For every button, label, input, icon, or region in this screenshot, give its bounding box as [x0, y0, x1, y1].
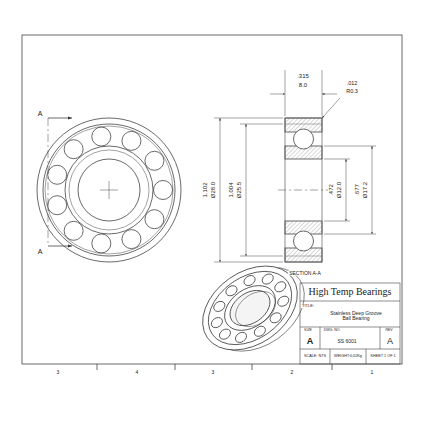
ball	[64, 140, 83, 159]
dimension-inch: .677	[354, 183, 360, 197]
ball	[122, 131, 141, 150]
zone-number: 1	[370, 370, 375, 375]
size-value: A	[306, 337, 315, 346]
zone-number: 4	[135, 370, 140, 375]
ball	[154, 181, 173, 200]
dimension-inch: 1.004	[228, 181, 234, 198]
ball	[233, 330, 248, 344]
view-label: SECTION A-A	[288, 271, 322, 276]
dimension-mm: Ø28.0	[210, 181, 216, 199]
section-letter: A	[37, 110, 44, 117]
zone-number: 2	[290, 370, 295, 375]
drawing-title: Stainless Deep Groove Ball Bearing	[325, 311, 387, 321]
dimension-mm: R0.3	[345, 89, 359, 95]
section-letter: A	[37, 248, 44, 255]
section-view	[278, 118, 329, 262]
dimension-mm: Ø12.0	[336, 181, 342, 199]
field-label: TITLE:	[301, 304, 315, 308]
dimension-inch: .472	[328, 183, 334, 197]
ball	[48, 196, 67, 215]
ball	[92, 127, 111, 146]
field-label: DWG. NO.	[323, 329, 342, 333]
field-label: REV	[384, 329, 393, 333]
front-view	[37, 118, 181, 262]
field-label: SIZE	[303, 329, 313, 333]
ball	[242, 273, 257, 287]
company-name: High Temp Bearings	[308, 287, 393, 297]
ball	[209, 315, 224, 329]
dimension-mm: 8.0	[298, 82, 308, 88]
sheet-note: SHEET 1 OF 1	[369, 355, 396, 359]
ball	[145, 210, 164, 229]
ball	[273, 280, 288, 294]
ball	[122, 230, 141, 249]
revision-value: A	[386, 337, 394, 346]
ball	[276, 294, 291, 308]
ball	[92, 234, 111, 253]
title-block	[300, 283, 400, 364]
zone-number: 3	[56, 370, 61, 375]
weight-note: WEIGHT:0.02Kg	[333, 355, 363, 359]
drawing-number: SS 6001	[336, 339, 357, 344]
dimension-lines	[214, 70, 376, 262]
scale-note: SCALE: NTS	[303, 355, 327, 359]
section-arrows	[48, 118, 72, 246]
ball	[48, 165, 67, 184]
dimension-inch: .012	[346, 81, 359, 87]
ball	[217, 327, 232, 341]
ball	[260, 272, 275, 286]
dimension-mm: Ø17.2	[362, 181, 368, 199]
ball	[252, 324, 267, 338]
zone-number: 3	[211, 370, 216, 375]
dimension-inch: 1.102	[202, 181, 208, 198]
ball	[145, 151, 164, 170]
dimension-inch: .315	[296, 73, 310, 79]
dimension-mm: Ø25.5	[236, 181, 242, 199]
ball	[224, 284, 239, 298]
ball	[64, 221, 83, 240]
ball	[268, 311, 283, 325]
ball	[212, 299, 227, 313]
